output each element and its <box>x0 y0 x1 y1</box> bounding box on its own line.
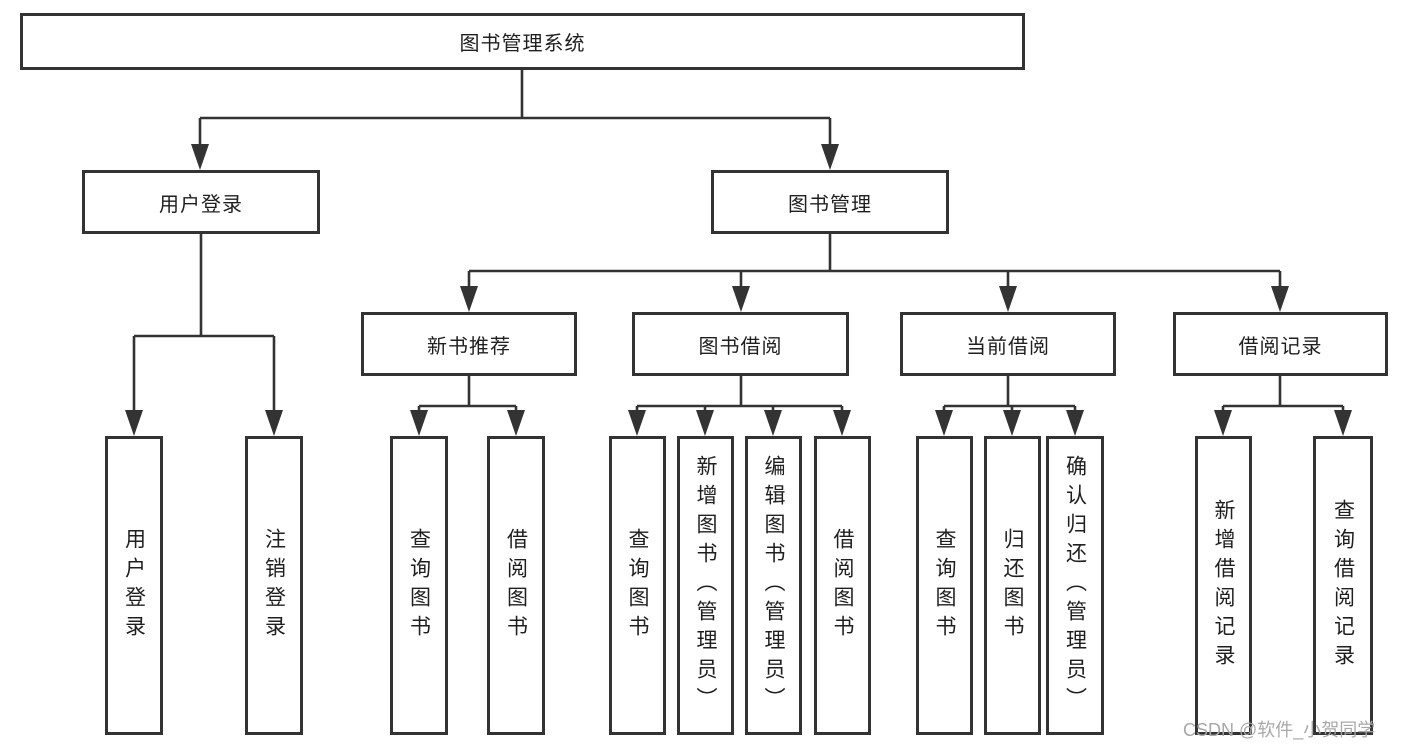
node-new-book-recommendation: 新书推荐 <box>361 312 577 376</box>
node-root: 图书管理系统 <box>20 13 1025 70</box>
node-user-login-label: 用户登录 <box>159 193 243 216</box>
leaf-br-query-record-label: 查询借阅记录 <box>1331 498 1355 673</box>
leaf-cb-return-books-label: 归还图书 <box>1001 527 1024 644</box>
node-user-login: 用户登录 <box>82 170 320 234</box>
node-borrowing-records: 借阅记录 <box>1173 312 1388 376</box>
leaf-cb-query-books-label: 查询图书 <box>933 527 956 644</box>
leaf-cb-return-books: 归还图书 <box>984 436 1041 735</box>
leaf-bb-edit-books-label: 编辑图书（管理员） <box>762 455 785 716</box>
node-book-management: 图书管理 <box>711 170 949 234</box>
leaf-cb-query-books: 查询图书 <box>916 436 973 735</box>
leaf-user-login: 用户登录 <box>105 436 163 735</box>
leaf-bb-borrow-books-label: 借阅图书 <box>831 527 854 644</box>
leaf-bb-edit-books: 编辑图书（管理员） <box>745 436 802 735</box>
leaf-logout: 注销登录 <box>245 436 303 735</box>
leaf-nb-query-books-label: 查询图书 <box>407 527 431 644</box>
node-borrowing-records-label: 借阅记录 <box>1238 335 1323 358</box>
leaf-br-add-record: 新增借阅记录 <box>1195 436 1252 735</box>
leaf-bb-add-books: 新增图书（管理员） <box>677 436 734 735</box>
leaf-bb-add-books-label: 新增图书（管理员） <box>694 455 717 716</box>
leaf-bb-query-books-label: 查询图书 <box>626 527 649 644</box>
leaf-cb-confirm-return: 确认归还（管理员） <box>1046 436 1104 735</box>
node-book-borrowing-label: 图书借阅 <box>698 335 783 358</box>
leaf-nb-query-books: 查询图书 <box>390 436 448 735</box>
leaf-logout-label: 注销登录 <box>262 527 286 644</box>
leaf-br-add-record-label: 新增借阅记录 <box>1212 498 1235 673</box>
leaf-cb-confirm-return-label: 确认归还（管理员） <box>1063 455 1087 716</box>
leaf-nb-borrow-books-label: 借阅图书 <box>504 527 528 644</box>
node-book-management-label: 图书管理 <box>788 193 872 216</box>
node-root-label: 图书管理系统 <box>459 33 586 55</box>
node-book-borrowing: 图书借阅 <box>632 312 849 376</box>
node-current-borrowing: 当前借阅 <box>900 312 1116 376</box>
leaf-user-login-label: 用户登录 <box>122 527 146 644</box>
leaf-br-query-record: 查询借阅记录 <box>1313 436 1373 735</box>
leaf-bb-query-books: 查询图书 <box>609 436 666 735</box>
leaf-bb-borrow-books: 借阅图书 <box>814 436 871 735</box>
leaf-nb-borrow-books: 借阅图书 <box>487 436 545 735</box>
node-new-book-recommendation-label: 新书推荐 <box>427 335 511 358</box>
node-current-borrowing-label: 当前借阅 <box>966 335 1050 358</box>
watermark: CSDN @软件_小贺同学 <box>1183 720 1376 740</box>
